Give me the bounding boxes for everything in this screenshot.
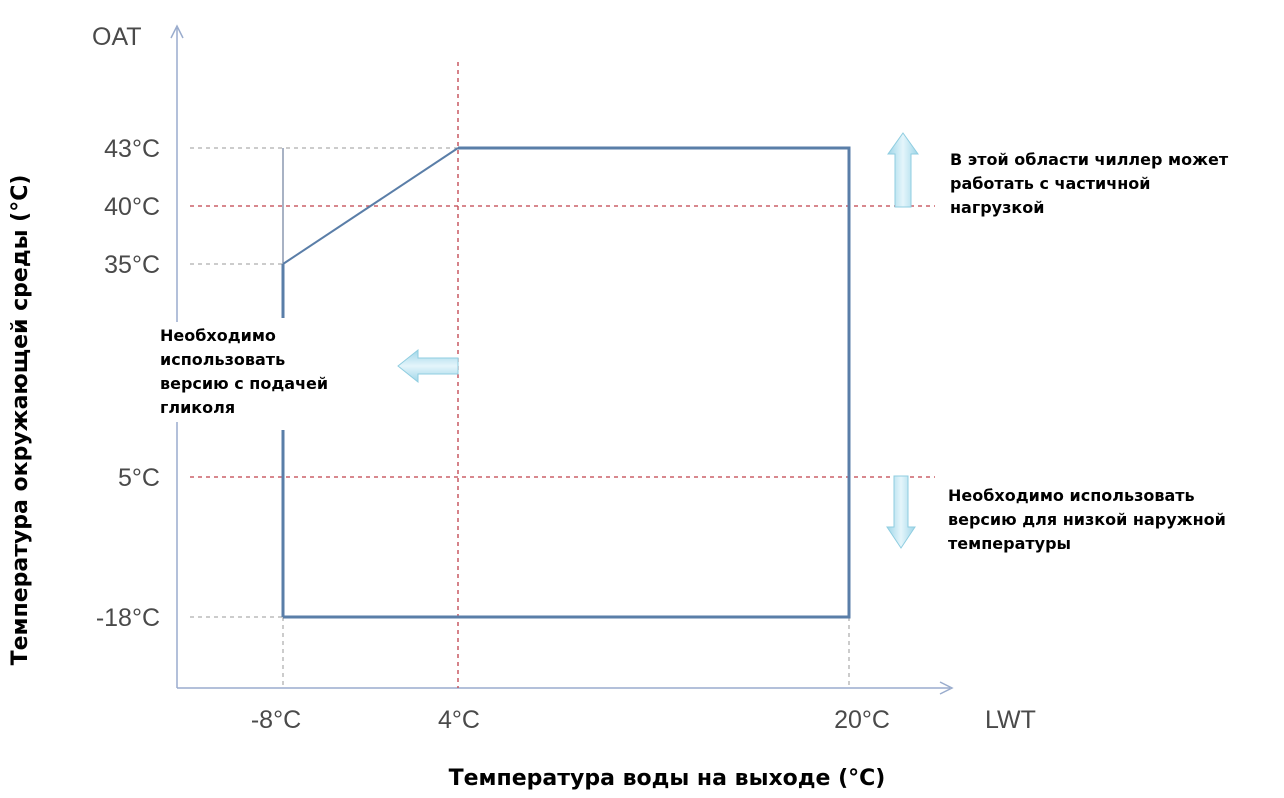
note-low-ambient-line-3: температуры bbox=[948, 534, 1071, 553]
reference-lines bbox=[190, 62, 935, 688]
note-glycol: Необходимо использовать версию с подачей… bbox=[160, 322, 370, 422]
y-tick-43: 43°C bbox=[104, 135, 160, 163]
note-partial-load-line-2: работать с частичной bbox=[950, 174, 1151, 193]
y-tick-40: 40°C bbox=[104, 193, 160, 221]
note-low-ambient-line-1: Необходимо использовать bbox=[948, 486, 1195, 505]
note-glycol-line-2: использовать bbox=[160, 350, 286, 369]
arrow-down-icon bbox=[886, 475, 916, 549]
note-glycol-line-4: гликоля bbox=[160, 398, 236, 417]
y-tick-minus18: -18°C bbox=[96, 604, 160, 632]
envelope-slope bbox=[282, 147, 459, 265]
note-low-ambient-line-2: версию для низкой наружной bbox=[948, 510, 1226, 529]
note-glycol-line-3: версию с подачей bbox=[160, 374, 329, 393]
note-low-ambient: Необходимо использовать версию для низко… bbox=[948, 484, 1226, 556]
arrow-left-icon bbox=[397, 348, 459, 384]
guide-lines bbox=[190, 147, 850, 688]
x-tick-4: 4°C bbox=[438, 706, 480, 734]
note-glycol-line-1: Необходимо bbox=[160, 326, 276, 345]
x-axis-arrowhead bbox=[939, 681, 954, 695]
envelope-main bbox=[283, 146, 851, 619]
y-tick-5: 5°C bbox=[118, 464, 160, 492]
y-axis-name: OAT bbox=[92, 23, 142, 51]
note-partial-load-line-1: В этой области чиллер может bbox=[950, 150, 1229, 169]
x-tick-minus8: -8°C bbox=[251, 706, 301, 734]
note-partial-load-line-3: нагрузкой bbox=[950, 198, 1045, 217]
note-partial-load: В этой области чиллер может работать с ч… bbox=[950, 148, 1228, 220]
x-axis-title: Температура воды на выходе (°C) bbox=[449, 766, 886, 791]
y-tick-35: 35°C bbox=[104, 251, 160, 279]
arrow-up-icon bbox=[887, 132, 919, 208]
x-axis-name: LWT bbox=[985, 706, 1036, 734]
y-axis-arrowhead bbox=[170, 24, 184, 39]
y-axis-title: Температура окружающей среды (°C) bbox=[8, 175, 33, 666]
x-tick-20: 20°C bbox=[834, 706, 890, 734]
